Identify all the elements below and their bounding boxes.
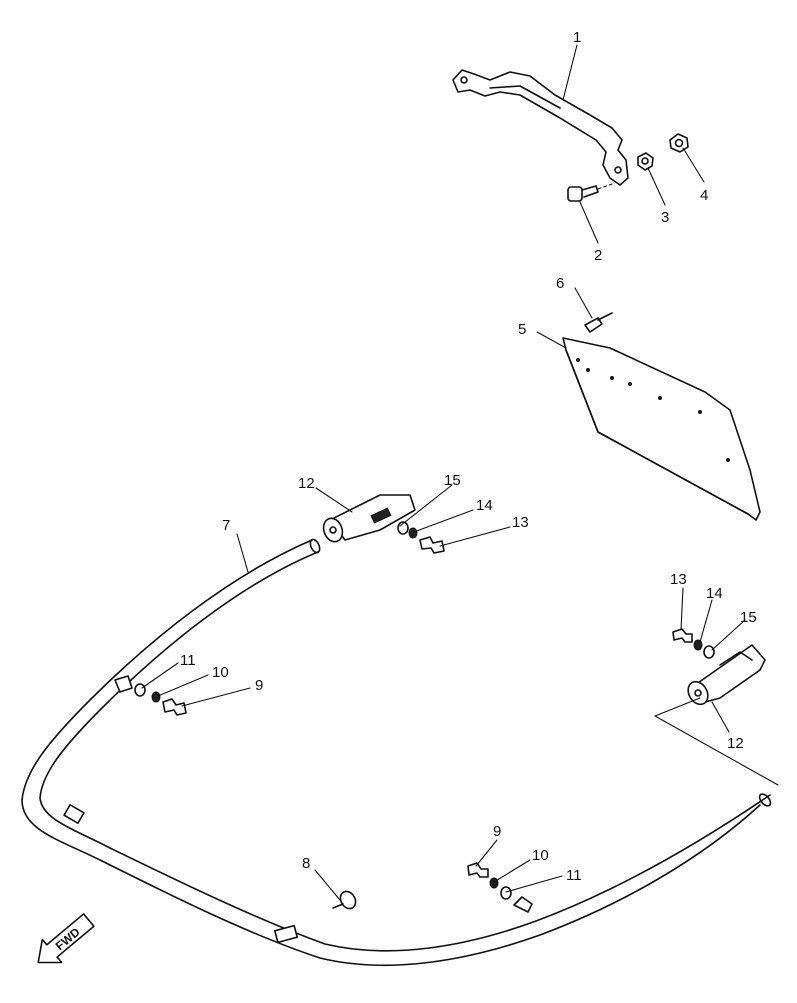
part-11-collar-bottom	[500, 886, 512, 900]
callout-15-upper: 15	[444, 472, 461, 489]
part-15-washer-lower	[703, 645, 715, 659]
part-10-washer-left	[151, 691, 161, 703]
leader-lines	[141, 44, 746, 901]
callout-15-lower: 15	[740, 609, 757, 626]
callout-12-lower: 12	[727, 735, 744, 752]
part-13-bolt-upper	[419, 536, 445, 554]
callout-12-upper: 12	[298, 475, 315, 492]
part-6-rivet	[584, 312, 613, 333]
callout-13-lower: 13	[670, 571, 687, 588]
part-8-grommet	[332, 890, 357, 910]
callout-13-upper: 13	[512, 514, 529, 531]
callout-8: 8	[302, 855, 310, 872]
part-7-tube-rail	[21, 538, 772, 967]
callout-10-bottom: 10	[532, 847, 549, 864]
callout-14-lower: 14	[706, 585, 723, 602]
callout-11-left: 11	[180, 652, 196, 669]
part-3-nut	[637, 152, 654, 171]
fwd-arrow-icon: FWD	[37, 913, 95, 964]
callout-10-left: 10	[212, 664, 229, 681]
callout-2: 2	[594, 247, 602, 264]
callout-1: 1	[573, 29, 581, 46]
part-2-bolt	[567, 183, 613, 202]
tube-fitting-bottom	[513, 896, 533, 913]
part-13-bolt-lower	[672, 628, 693, 643]
part-10-washer-bottom	[489, 877, 499, 889]
part-11-collar-left	[134, 683, 146, 697]
callout-4: 4	[700, 187, 708, 204]
callout-7: 7	[222, 517, 230, 534]
part-4-cap-nut	[669, 133, 689, 153]
part-14-washer-upper	[408, 527, 418, 539]
callout-5: 5	[518, 321, 526, 338]
part-9-bolt-left	[162, 698, 187, 716]
callout-14-upper: 14	[476, 497, 493, 514]
callouts: 1 2 3 4 5 6 7 8 9 10 11 9 10 11 12 13 14…	[180, 29, 757, 884]
part-14-washer-lower	[693, 639, 703, 651]
part-5-plate	[562, 337, 761, 521]
callout-11-bottom: 11	[566, 867, 582, 884]
part-12-sleeve-lower	[687, 644, 766, 706]
callout-9-bottom: 9	[493, 823, 501, 840]
callout-3: 3	[661, 209, 669, 226]
part-9-bolt-bottom	[467, 862, 489, 878]
callout-9-left: 9	[255, 677, 263, 694]
part-12-sleeve-upper	[322, 494, 416, 543]
part-1-bracket	[452, 69, 629, 186]
callout-6: 6	[556, 275, 564, 292]
